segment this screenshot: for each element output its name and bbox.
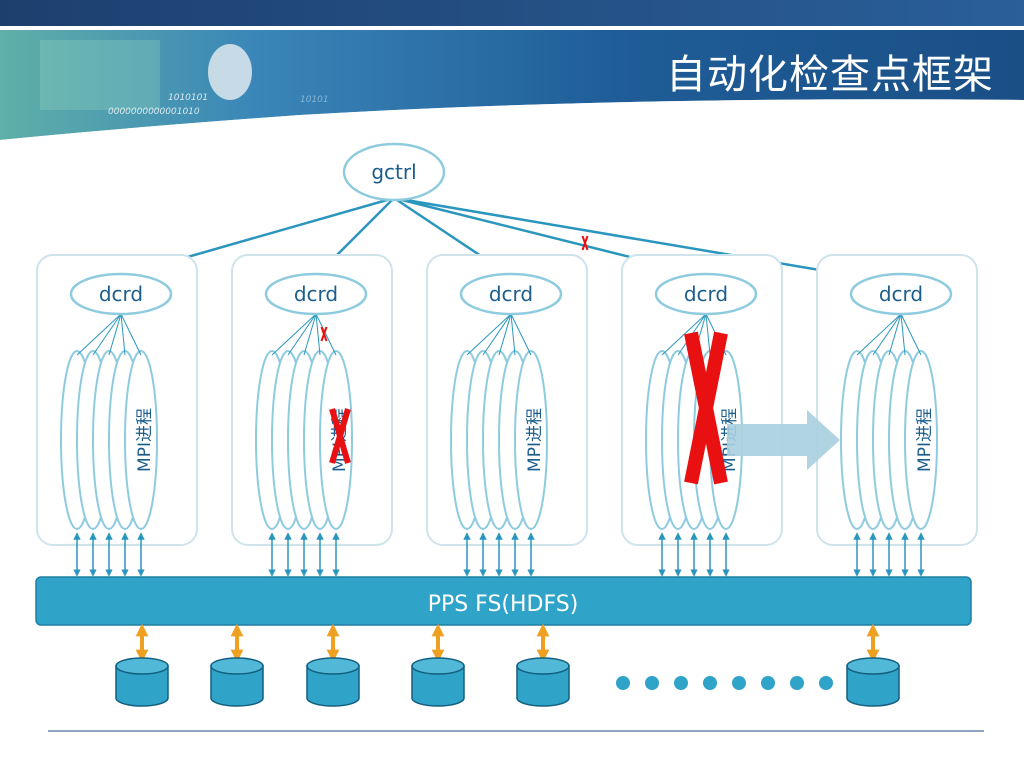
- keyboard-deco: [40, 40, 160, 110]
- mpi-process-label: MPI进程: [135, 408, 155, 472]
- process-link: [466, 313, 512, 356]
- process-link: [92, 313, 122, 356]
- disk-body: [411, 665, 465, 707]
- disk-body: [115, 665, 169, 707]
- dcrd-ellipse: [654, 272, 758, 316]
- controller-link-failure-mark: [581, 235, 589, 251]
- storage-disk: [306, 623, 360, 707]
- binary-deco-3: 10101: [300, 95, 329, 105]
- binary-deco-1: 1010101: [168, 93, 208, 103]
- disk-body: [516, 665, 570, 707]
- disk-top: [210, 657, 264, 675]
- process-link: [482, 313, 512, 356]
- process-link: [108, 313, 122, 356]
- ellipsis-dot: [674, 676, 688, 690]
- slide-title: 自动化检查点框架: [666, 52, 994, 98]
- header-wave-highlight: [0, 99, 1024, 146]
- disk-top: [516, 657, 570, 675]
- process-link: [315, 313, 321, 356]
- dcrd-ellipse: [459, 272, 563, 316]
- link-failure-mark: [320, 326, 328, 342]
- gctrl-label: gctrl: [371, 160, 416, 184]
- binary-deco-2: 0000000000001010: [108, 107, 200, 117]
- process-link: [856, 313, 902, 356]
- ellipsis-dot: [732, 676, 746, 690]
- dcrd-label: dcrd: [684, 282, 728, 306]
- ellipsis-dot: [645, 676, 659, 690]
- mpi-process-label: MPI进程: [915, 408, 935, 472]
- dcrd-label: dcrd: [294, 282, 338, 306]
- mpi-process-ellipse: [124, 350, 158, 530]
- storage-disk: [115, 623, 169, 707]
- controller-link-5: [393, 196, 868, 280]
- ellipsis-dot: [761, 676, 775, 690]
- ellipsis-dot: [616, 676, 630, 690]
- process-link: [120, 313, 142, 356]
- process-link: [900, 313, 906, 356]
- process-link: [76, 313, 122, 356]
- storage-disk: [411, 623, 465, 707]
- storage-disk: [516, 623, 570, 707]
- process-link: [498, 313, 512, 356]
- storage-disk: [210, 623, 264, 707]
- node-failure-mark-stroke-b: [684, 331, 728, 485]
- mouse-icon: [208, 44, 252, 100]
- dcrd-ellipse: [69, 272, 173, 316]
- process-link: [315, 313, 337, 356]
- ellipsis-dot: [819, 676, 833, 690]
- mpi-process-label: MPI进程: [525, 408, 545, 472]
- disk-body: [846, 665, 900, 707]
- storage-disk: [846, 623, 900, 707]
- process-link: [287, 313, 317, 356]
- process-link: [872, 313, 902, 356]
- header-banner: 1010101 0000000000001010 10101: [0, 0, 1024, 146]
- disk-top: [306, 657, 360, 675]
- process-failure-mark: [329, 408, 351, 464]
- process-link: [271, 313, 317, 356]
- disk-body: [306, 665, 360, 707]
- process-link: [120, 313, 126, 356]
- dcrd-ellipse: [849, 272, 953, 316]
- process-link: [888, 313, 902, 356]
- node-failure-mark: [684, 331, 728, 485]
- mpi-process-ellipse: [514, 350, 548, 530]
- link-failure-mark-stroke-b: [320, 326, 328, 342]
- dcrd-label: dcrd: [879, 282, 923, 306]
- disk-top: [411, 657, 465, 675]
- disk-top: [115, 657, 169, 675]
- process-link: [705, 313, 711, 356]
- ellipsis-dot: [790, 676, 804, 690]
- dcrd-ellipse: [264, 272, 368, 316]
- filesystem-layer: PPS FS(HDFS): [35, 576, 972, 707]
- process-link: [303, 313, 317, 356]
- disk-top: [846, 657, 900, 675]
- ellipsis-dot: [703, 676, 717, 690]
- dcrd-label: dcrd: [489, 282, 533, 306]
- dcrd-label: dcrd: [99, 282, 143, 306]
- controller-link-failure-mark-stroke-b: [581, 235, 589, 251]
- filesystem-bar: [35, 576, 972, 626]
- gctrl-ellipse: [342, 142, 446, 202]
- controller-layer: gctrl: [342, 142, 840, 470]
- process-link: [900, 313, 922, 356]
- process-link: [510, 313, 516, 356]
- mpi-process-ellipse: [904, 350, 938, 530]
- process-link: [661, 313, 707, 356]
- header-top-bar: [0, 0, 1024, 26]
- compute-nodes: dcrdMPI进程dcrdMPI进程dcrdMPI进程dcrdMPI进程dcrd…: [36, 254, 978, 577]
- migration-arrow: [727, 410, 840, 470]
- filesystem-label: PPS FS(HDFS): [428, 592, 579, 617]
- process-failure-mark-stroke-b: [329, 408, 351, 464]
- disk-body: [210, 665, 264, 707]
- header-wave: [0, 30, 1024, 140]
- process-link: [510, 313, 532, 356]
